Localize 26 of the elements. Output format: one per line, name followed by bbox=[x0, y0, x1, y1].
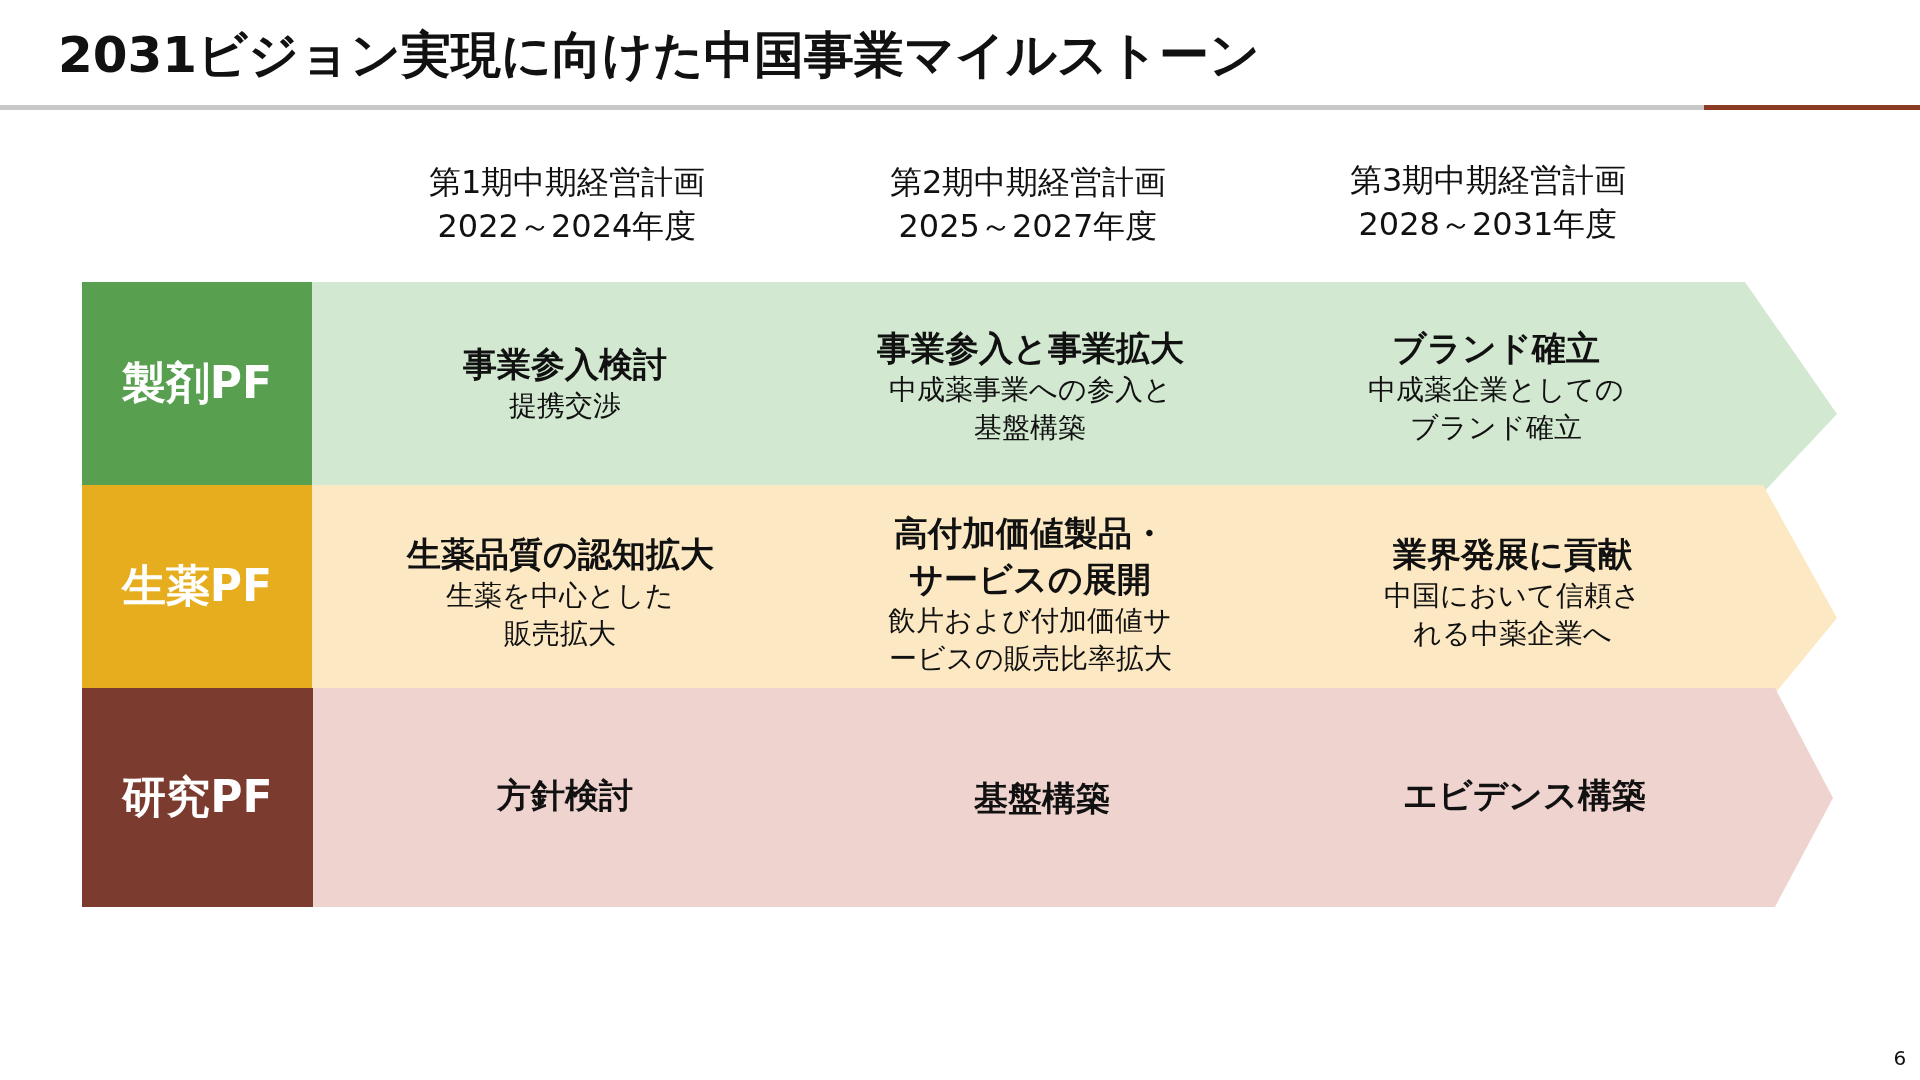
cell-heading: 方針検討 bbox=[497, 774, 633, 817]
cell-heading: 基盤構築 bbox=[974, 777, 1110, 820]
cell-heading: 事業参入検討 bbox=[463, 343, 667, 386]
cell-heading: 生薬品質の認知拡大 bbox=[406, 533, 714, 576]
cell-heading: 業界発展に貢献 bbox=[1392, 533, 1632, 576]
slide-title: 2031ビジョン実現に向けた中国事業マイルストーン bbox=[58, 25, 1261, 86]
cell-text: 提携交渉 bbox=[509, 388, 621, 424]
cell-heading: 高付加価値製品・サービスの展開 bbox=[893, 512, 1167, 601]
page-number: 6 bbox=[1893, 1045, 1907, 1071]
cell-heading: ブランド確立 bbox=[1392, 327, 1600, 370]
row-header: 製剤PF bbox=[82, 282, 312, 485]
cell-text: 飲片および付加価値サービスの販売比率拡大 bbox=[887, 603, 1173, 677]
period-years: 2028～2031年度 bbox=[1358, 205, 1618, 243]
period-years: 2022～2024年度 bbox=[437, 207, 697, 245]
period-years: 2025～2027年度 bbox=[898, 207, 1158, 245]
row-header: 研究PF bbox=[82, 688, 313, 907]
cell-heading: 事業参入と事業拡大 bbox=[876, 327, 1184, 370]
cell-text: 中成薬企業としてのブランド確立 bbox=[1367, 372, 1625, 446]
row-header: 生薬PF bbox=[82, 485, 312, 688]
cell-text: 中成薬事業への参入と基盤構築 bbox=[887, 372, 1173, 446]
cell-text: 中国において信頼される中薬企業へ bbox=[1382, 578, 1642, 652]
period-heading: 第1期中期経営計画 bbox=[429, 163, 706, 201]
cell-text: 生薬を中心とした販売拡大 bbox=[445, 578, 675, 652]
cell-heading: エビデンス構築 bbox=[1402, 774, 1646, 817]
period-heading: 第2期中期経営計画 bbox=[890, 163, 1167, 201]
period-heading: 第3期中期経営計画 bbox=[1350, 161, 1627, 199]
